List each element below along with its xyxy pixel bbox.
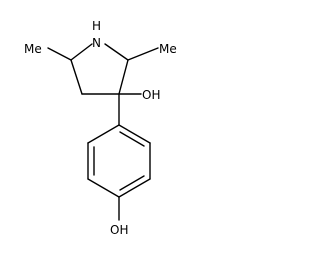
bond-c5-n bbox=[70, 43, 93, 61]
chemical-structure: H N Me Me OH OH bbox=[24, 19, 177, 237]
bond-c2-c3 bbox=[118, 59, 129, 95]
methyl-left-label: Me bbox=[24, 42, 42, 56]
ring-hydroxyl-label: OH bbox=[142, 88, 160, 102]
nitrogen-label: N bbox=[92, 36, 101, 50]
methyl-right-label: Me bbox=[159, 42, 177, 56]
phenol-hydroxyl-label: OH bbox=[110, 223, 128, 237]
bond-c4-c5 bbox=[70, 59, 83, 95]
bond-c5-methyl bbox=[47, 47, 72, 61]
bond-ar1-ar2 bbox=[118, 124, 151, 144]
nitrogen-h-label: H bbox=[92, 19, 101, 33]
double-bond-inner-1 bbox=[119, 131, 145, 147]
bond-n-c2 bbox=[104, 43, 129, 61]
bond-ar6-ar1 bbox=[87, 124, 120, 144]
bond-c2-methyl bbox=[127, 47, 159, 61]
benzene-ring bbox=[87, 124, 151, 198]
bond-ar3-ar4 bbox=[118, 178, 151, 198]
pyrrolidine-ring bbox=[70, 43, 129, 95]
bond-ar4-ar5 bbox=[87, 178, 120, 198]
double-bond-inner-2 bbox=[119, 175, 145, 191]
